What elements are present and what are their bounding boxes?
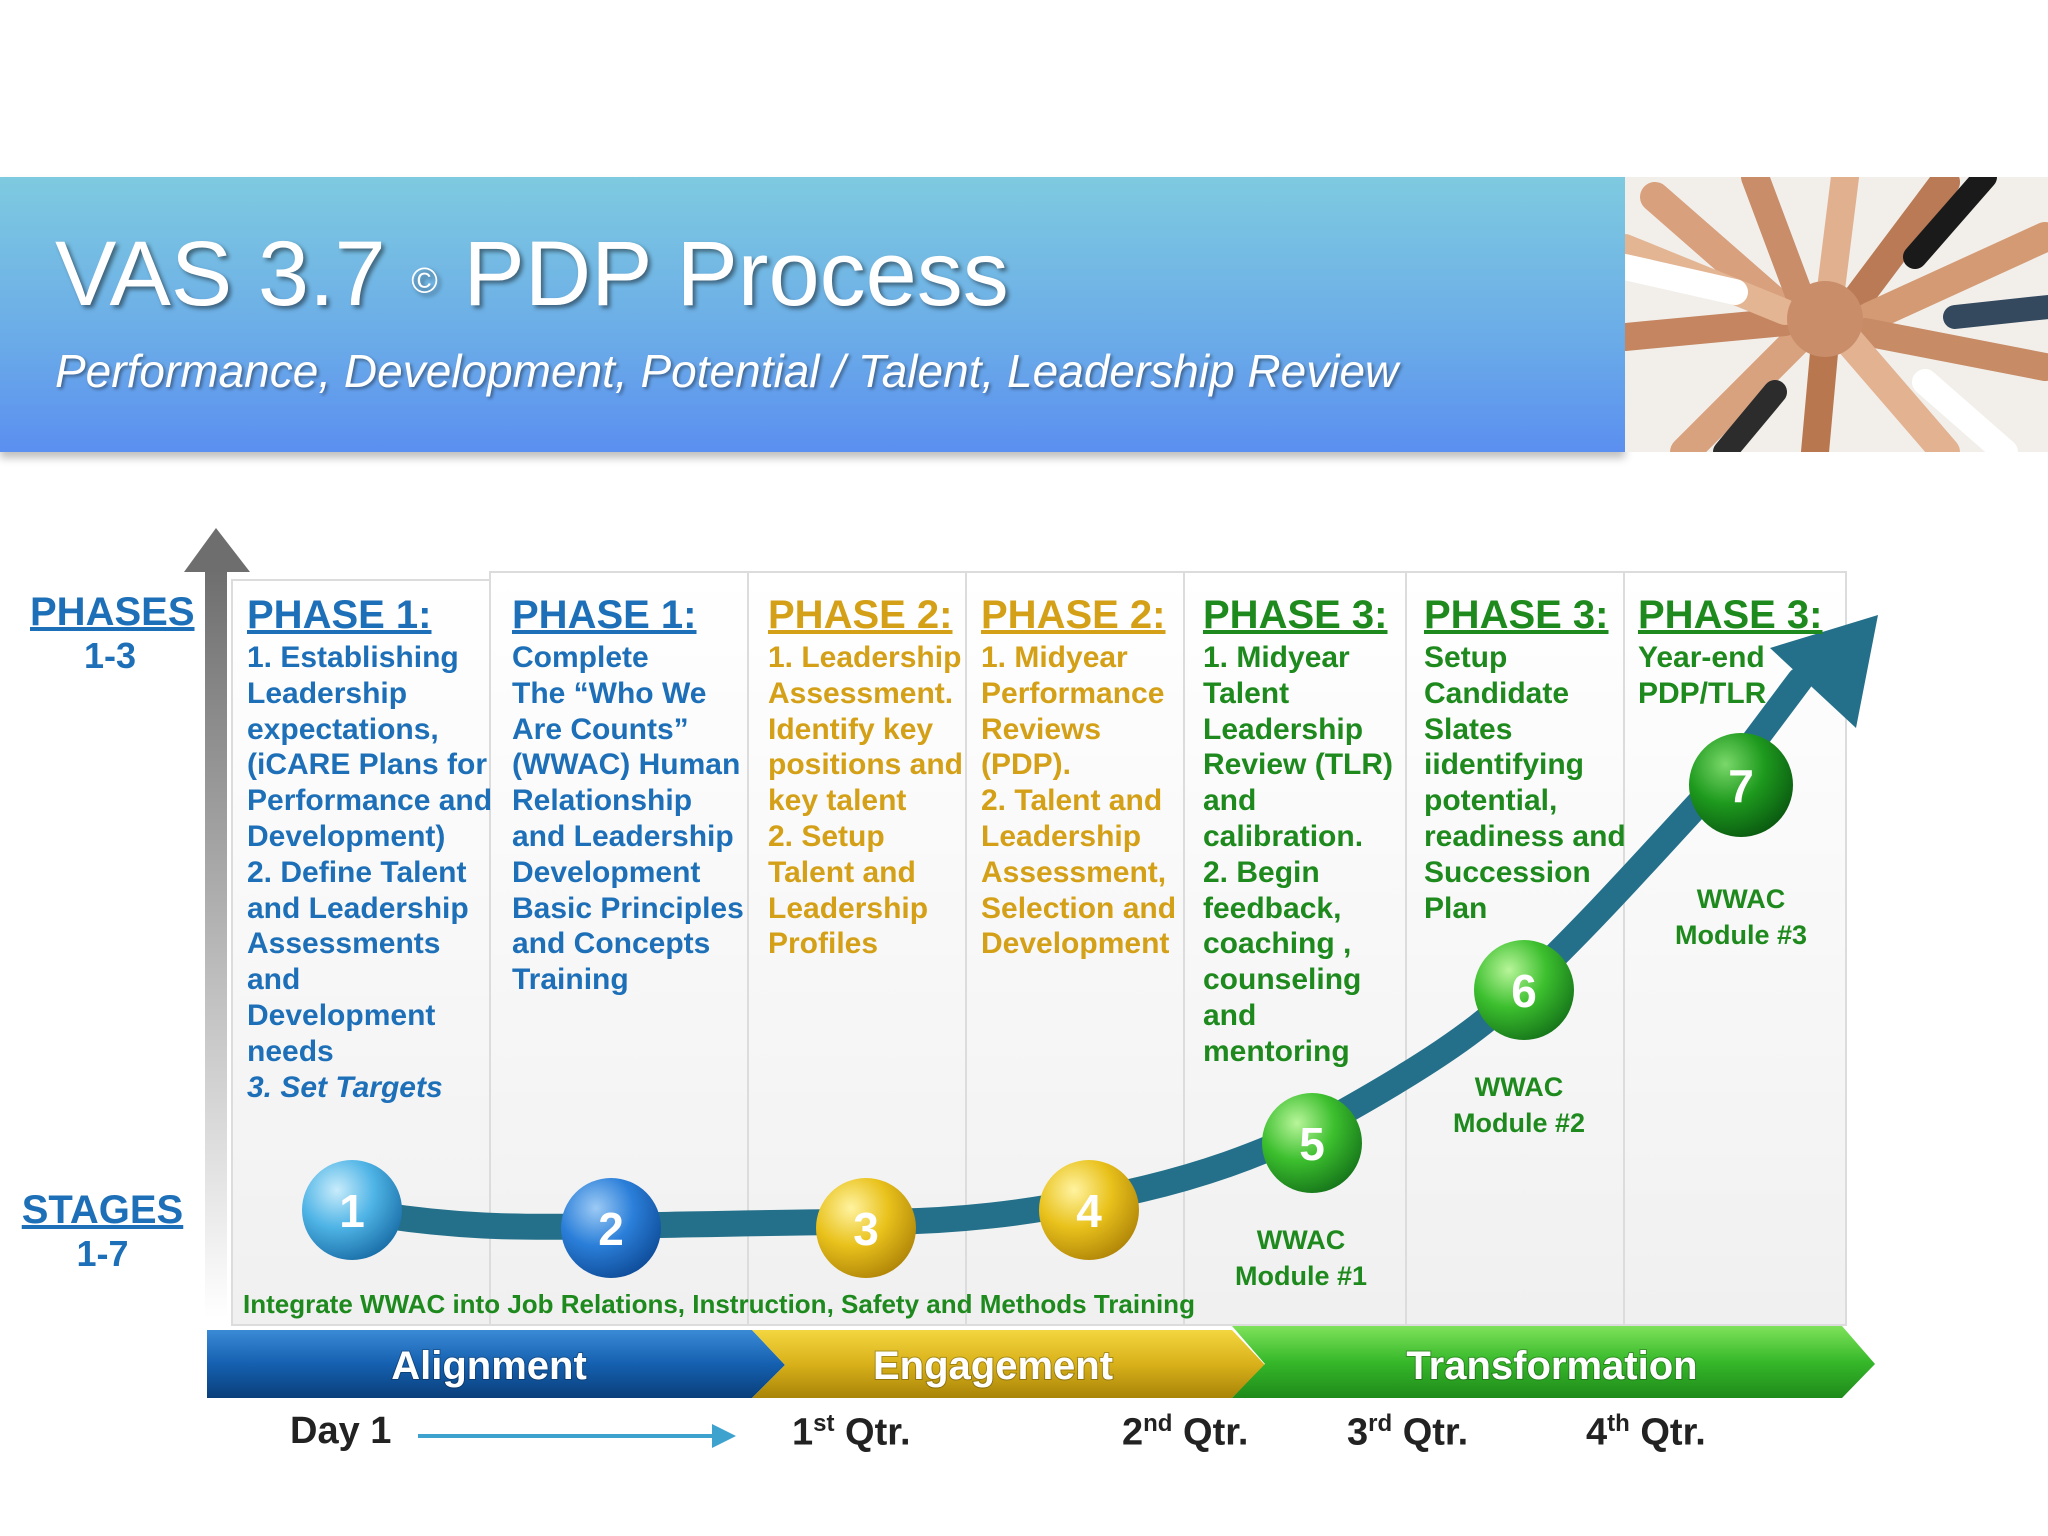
set-targets-text: 3. Set Targets <box>247 1070 443 1104</box>
page-title: VAS 3.7 © PDP Process <box>55 222 1009 327</box>
column-4-heading: PHASE 2: <box>981 593 1166 637</box>
stage-4-number: 4 <box>1076 1185 1102 1237</box>
column-2-heading: PHASE 1: <box>512 593 697 637</box>
band-label-alignment: Alignment <box>391 1344 587 1388</box>
curve-arrowhead <box>1770 615 1878 728</box>
title-rest: PDP Process <box>463 223 1009 325</box>
stage-3-number: 3 <box>853 1203 879 1255</box>
page-subtitle: Performance, Development, Potential / Ta… <box>55 345 1399 397</box>
stage-2-ball <box>561 1178 661 1278</box>
band-transformation <box>1232 1326 1875 1398</box>
column-panel <box>1183 571 1407 1326</box>
stage-6-number: 6 <box>1511 965 1537 1017</box>
journey-bands: Alignment Engagement Transformation <box>207 1326 1875 1398</box>
stage-5-ball <box>1262 1093 1362 1193</box>
stage-2-number: 2 <box>598 1203 624 1255</box>
stage-3-ball <box>816 1178 916 1278</box>
stage-markers: 1 2 3 4 5 6 7 <box>302 733 1793 1278</box>
timeline-q3: 3rd Qtr. <box>1347 1410 1469 1454</box>
timeline-q1: 1st Qtr. <box>792 1410 911 1454</box>
copyright-mark: © <box>411 259 438 301</box>
column-7-heading: PHASE 3: <box>1638 593 1823 637</box>
band-label-transformation: Transformation <box>1406 1344 1697 1388</box>
phases-heading: PHASES <box>30 590 195 634</box>
column-1-heading: PHASE 1: <box>247 593 432 637</box>
column-5-heading: PHASE 3: <box>1203 593 1388 637</box>
integrate-training-note: Integrate WWAC into Job Relations, Instr… <box>243 1289 1195 1319</box>
stage-7-ball <box>1689 733 1793 837</box>
day1-arrow <box>418 1424 736 1448</box>
timeline-q2: 2nd Qtr. <box>1122 1410 1249 1454</box>
stage-4-ball <box>1039 1160 1139 1260</box>
vertical-axis-arrow <box>184 528 250 1318</box>
timeline-q4: 4th Qtr. <box>1586 1410 1706 1454</box>
stage-1-number: 1 <box>339 1185 365 1237</box>
phases-label: PHASES 1-3 <box>30 590 195 677</box>
teamwork-hands-photo <box>1625 177 2048 452</box>
band-label-engagement: Engagement <box>873 1344 1113 1388</box>
title-main: VAS 3.7 <box>55 223 386 325</box>
band-engagement <box>752 1330 1265 1398</box>
band-alignment <box>207 1330 785 1398</box>
phases-range: 1-3 <box>83 635 137 676</box>
column-6-heading: PHASE 3: <box>1424 593 1609 637</box>
stage-1-ball <box>302 1160 402 1260</box>
header-banner <box>0 177 1625 452</box>
stage-5-number: 5 <box>1299 1118 1325 1170</box>
column-3-heading: PHASE 2: <box>768 593 953 637</box>
column-panel <box>1623 571 1847 1326</box>
timeline-day1: Day 1 <box>290 1410 392 1452</box>
stages-range: 1-7 <box>76 1233 129 1274</box>
stage-6-ball <box>1474 940 1574 1040</box>
stages-label: STAGES 1-7 <box>20 1188 185 1275</box>
stages-heading: STAGES <box>21 1188 184 1232</box>
stage-7-number: 7 <box>1728 760 1754 812</box>
